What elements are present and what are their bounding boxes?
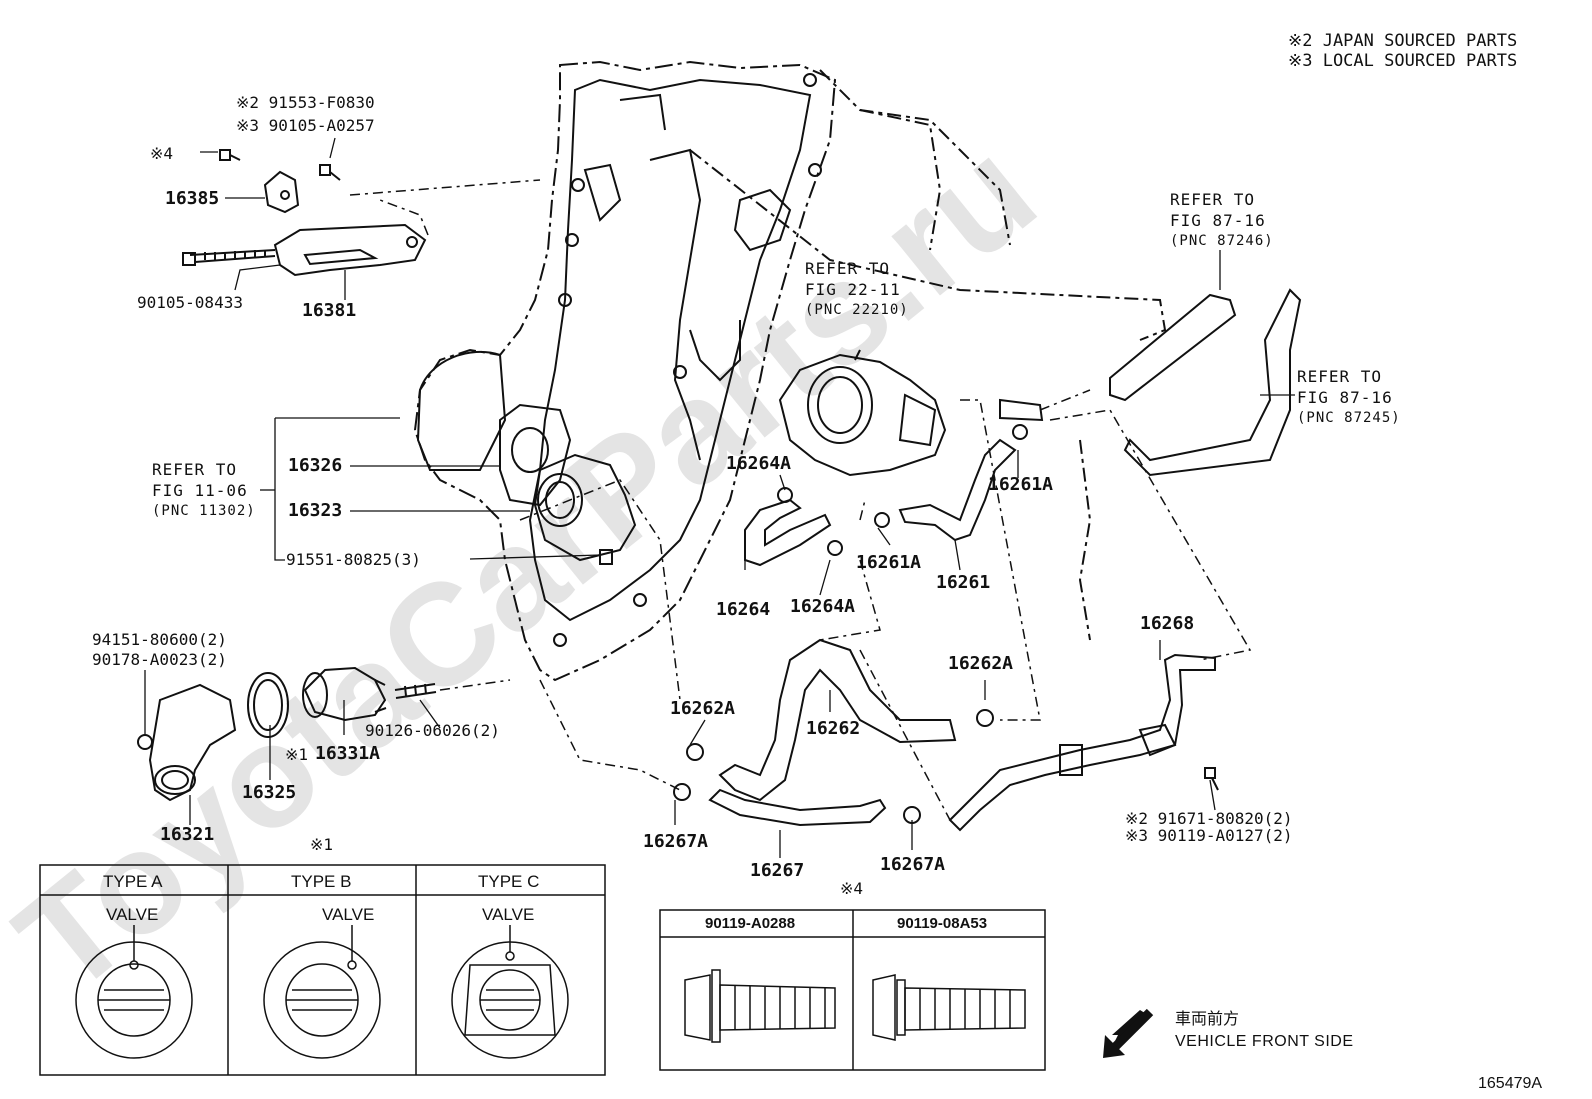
- part-16262[interactable]: 16262: [806, 718, 861, 739]
- hose-87245: [1123, 288, 1302, 477]
- thermostat-16331a: [303, 666, 387, 722]
- type-c-title: TYPE C: [478, 872, 540, 891]
- bolt-90105-08433: [189, 249, 276, 263]
- mark-1: ※1: [285, 745, 309, 764]
- bracket-16381: [273, 223, 427, 277]
- mark-4: ※4: [150, 144, 174, 163]
- type-b-title: TYPE B: [291, 872, 352, 891]
- hose-87246: [1109, 293, 1237, 402]
- part-16381[interactable]: 16381: [302, 300, 357, 321]
- part-16264a-lower[interactable]: 16264A: [790, 596, 856, 617]
- vehicle-front-en: VEHICLE FRONT SIDE: [1175, 1033, 1354, 1050]
- housing-16323: [533, 453, 637, 562]
- type-c-valve-label: VALVE: [482, 905, 535, 924]
- part-16331a[interactable]: 16331A: [315, 743, 381, 764]
- type-a-valve-label: VALVE: [106, 905, 159, 924]
- part-16385[interactable]: 16385: [165, 188, 220, 209]
- type-table-mark: ※1: [310, 835, 334, 854]
- part-16267[interactable]: 16267: [750, 860, 805, 881]
- part-16267a-left[interactable]: 16267A: [643, 831, 709, 852]
- hose-16261: [898, 438, 1017, 542]
- vehicle-front-arrow-icon: [1103, 1008, 1154, 1058]
- timing-cover-outline: [413, 60, 837, 682]
- part-16325[interactable]: 16325: [242, 782, 297, 803]
- bolt-col-2: 90119-08A53: [897, 915, 988, 932]
- part-91553-f0830[interactable]: ※2 91553-F0830: [236, 93, 375, 112]
- part-16261a-right[interactable]: 16261A: [988, 474, 1054, 495]
- bracket-16385: [263, 170, 300, 214]
- part-16262a-left[interactable]: 16262A: [670, 698, 736, 719]
- water-inlet-16321: [148, 683, 237, 802]
- thermostat-type-table: [39, 864, 606, 1076]
- part-91671-80820[interactable]: ※2 91671-80820(2): [1125, 809, 1293, 828]
- throttle-body: [778, 353, 947, 477]
- hose-16264: [744, 498, 832, 567]
- part-16326[interactable]: 16326: [288, 455, 343, 476]
- part-90178-a0023[interactable]: 90178-A0023(2): [92, 650, 227, 669]
- part-91551-80825[interactable]: 91551-80825(3): [286, 550, 421, 569]
- pipe-16268: [948, 653, 1216, 832]
- gasket-16326: [499, 403, 572, 507]
- bolt-table-mark: ※4: [840, 879, 864, 898]
- part-90126-06026[interactable]: 90126-06026(2): [365, 721, 500, 740]
- gasket-16325: [247, 672, 289, 738]
- part-16323[interactable]: 16323: [288, 500, 343, 521]
- part-90119-a0127[interactable]: ※3 90119-A0127(2): [1125, 826, 1293, 845]
- vehicle-front-jp: 車両前方: [1175, 1011, 1240, 1028]
- part-90105-a0257[interactable]: ※3 90105-A0257: [236, 116, 375, 135]
- part-94151-80600[interactable]: 94151-80600(2): [92, 630, 227, 649]
- part-16261[interactable]: 16261: [936, 572, 991, 593]
- bolt-col-1: 90119-A0288: [705, 915, 796, 932]
- legend-local: ※3 LOCAL SOURCED PARTS: [1288, 51, 1518, 71]
- hose-16262: [718, 638, 957, 802]
- figure-id: 165479A: [1478, 1075, 1543, 1092]
- part-16264a-upper[interactable]: 16264A: [726, 453, 792, 474]
- part-90105-08433[interactable]: 90105-08433: [137, 293, 243, 312]
- part-16262a-right[interactable]: 16262A: [948, 653, 1014, 674]
- part-16267a-right[interactable]: 16267A: [880, 854, 946, 875]
- part-16264[interactable]: 16264: [716, 599, 771, 620]
- type-a-title: TYPE A: [103, 872, 163, 891]
- legend-japan: ※2 JAPAN SOURCED PARTS: [1288, 31, 1518, 51]
- hose-16267: [708, 788, 887, 827]
- type-b-valve-label: VALVE: [322, 905, 375, 924]
- part-16321[interactable]: 16321: [160, 824, 215, 845]
- part-16268[interactable]: 16268: [1140, 613, 1195, 634]
- part-16261a-left[interactable]: 16261A: [856, 552, 922, 573]
